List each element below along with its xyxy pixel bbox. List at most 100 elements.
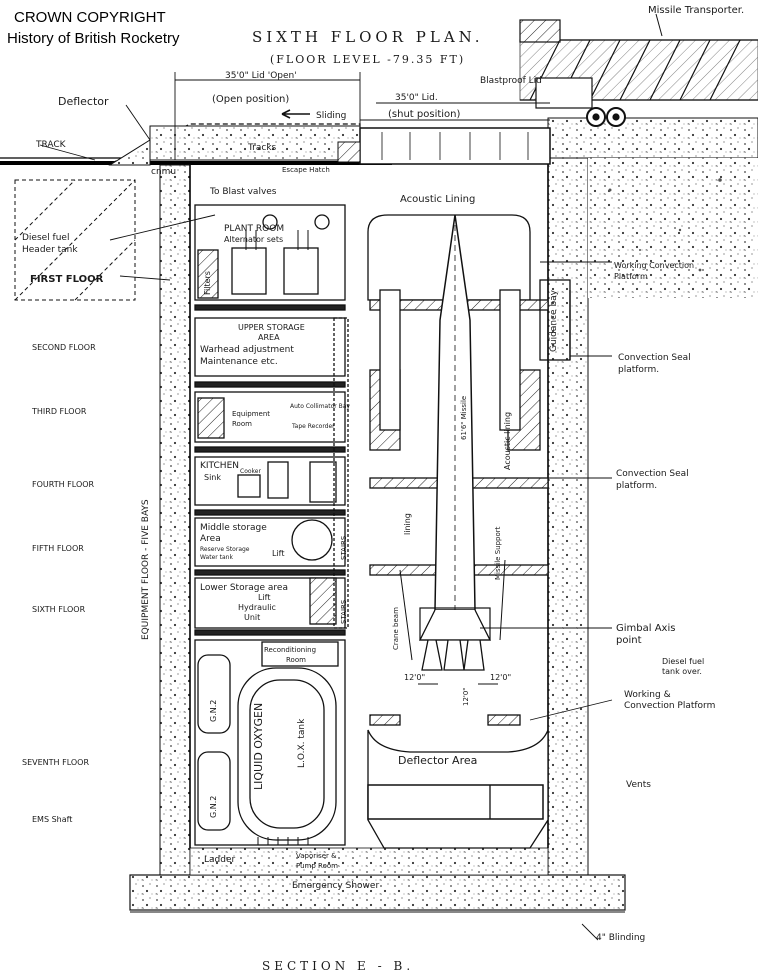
lid-shut-dimension: 35'0" Lid. (395, 93, 438, 103)
silo-shell (129, 157, 758, 913)
shut-position-label: (shut position) (388, 109, 460, 120)
crane-beam-label: Crane beam (392, 607, 400, 650)
reserve-storage-label-2: Water tank (200, 554, 233, 561)
fifth-floor-label: FIFTH FLOOR (32, 544, 84, 553)
lift-label-2: Lift (258, 593, 271, 602)
middle-storage-label-1: Middle storage (200, 523, 267, 533)
vents-label: Vents (626, 780, 651, 790)
vaporiser-label-1: Vaporiser & (296, 852, 337, 860)
missile-transporter-label: Missile Transporter. (648, 5, 744, 16)
drawing-title: SIXTH FLOOR PLAN. (252, 28, 484, 46)
convection-seal-b-label-1: Convection Seal (616, 469, 689, 479)
cooker-label: Cooker (240, 468, 261, 475)
dimension-lines (174, 72, 550, 685)
cnmu-label: cnmu (151, 167, 176, 177)
working-convection-label-1: Working Convection (614, 261, 694, 270)
emergency-shower-label: Emergency Shower (292, 881, 379, 891)
gimbal-axis-label-2: point (616, 635, 642, 646)
lox-tank-label: L.O.X. tank (297, 718, 307, 768)
sixth-floor-label: SIXTH FLOOR (32, 605, 86, 614)
alternator-sets-label: Alternator sets (224, 235, 283, 244)
concrete-speckles (608, 178, 722, 272)
acoustic-lining-side-label: Acoustic lining (503, 412, 512, 470)
tracks-label: Tracks (247, 143, 277, 153)
lower-storage-label: Lower Storage area (200, 583, 288, 593)
deflector-ramp (108, 139, 151, 166)
convection-seal-b-label-2: platform. (616, 481, 657, 491)
leader-lines (39, 104, 613, 941)
blastproof-lid-label: Blastproof Lid (480, 76, 542, 86)
blinding-label: 4" Blinding (596, 933, 645, 943)
upper-storage-label-1: UPPER STORAGE (238, 323, 305, 332)
diesel-fuel-over-label-2: tank over. (662, 667, 702, 676)
escape-hatch-label: Escape Hatch (282, 166, 330, 174)
diesel-tank-label-1: Diesel fuel (22, 233, 69, 243)
deflector-label: Deflector (58, 95, 109, 108)
silo-lid (337, 119, 551, 165)
lift-label-1: Lift (272, 549, 285, 558)
gn2-upper-label: G.N.2 (209, 700, 218, 722)
missile-support-label: Missile Support (494, 526, 502, 580)
section-label: SECTION E - B. (262, 959, 414, 973)
fourth-floor-label: FOURTH FLOOR (32, 480, 95, 489)
track-label: TRACK (35, 140, 67, 150)
missile-bay (367, 214, 571, 849)
guidance-bay-label: Guidance bay (549, 289, 559, 352)
ladder-label: Ladder (204, 855, 235, 865)
dimension-12-mid: 12'0" (462, 687, 470, 706)
tape-recorder-label: Tape Recorder (291, 423, 335, 430)
diesel-header-tank (14, 179, 136, 301)
ems-shaft-label: EMS Shaft (32, 815, 72, 824)
lining-label: lining (403, 513, 412, 535)
reconditioning-label-2: Room (286, 656, 306, 664)
missile-length-dimension: 61'6" Missile (460, 396, 468, 440)
reconditioning-label-1: Reconditioning (264, 646, 316, 654)
middle-storage-label-2: Area (200, 534, 221, 544)
equipment-room-label-1: Equipment (232, 410, 270, 418)
plant-room-label: PLANT ROOM (224, 224, 284, 234)
working-platform-label-2: Convection Platform (624, 701, 715, 711)
dimension-12-left: 12'0" (404, 673, 425, 682)
seventh-floor-label: SEVENTH FLOOR (22, 758, 89, 767)
diesel-tank-label-2: Header tank (22, 245, 78, 255)
warhead-adjustment-label-2: Maintenance etc. (200, 357, 278, 367)
vaporiser-label-2: Pump Room (296, 862, 338, 870)
open-position-label: (Open position) (212, 94, 289, 105)
stairs-label-1: STAIRS (340, 535, 348, 560)
second-floor-label: SECOND FLOOR (32, 343, 96, 352)
deflector-area-label: Deflector Area (398, 754, 477, 767)
kitchen-label: KITCHEN (200, 461, 239, 471)
equipment-room-label-2: Room (232, 420, 252, 428)
liquid-oxygen-label: LIQUID OXYGEN (252, 703, 265, 790)
upper-storage-label-2: AREA (258, 333, 280, 342)
diesel-fuel-over-label-1: Diesel fuel (662, 657, 704, 666)
copyright-line-1: CROWN COPYRIGHT (14, 9, 166, 26)
equipment-tower (194, 204, 349, 846)
first-floor-label: FIRST FLOOR (30, 274, 104, 285)
third-floor-label: THIRD FLOOR (31, 407, 87, 416)
auto-collimator-label: Auto Collimator Bay (290, 403, 350, 410)
filters-label: Filters (203, 271, 212, 295)
warhead-adjustment-label-1: Warhead adjustment (200, 345, 294, 355)
reserve-storage-label-1: Reserve Storage (200, 546, 250, 553)
acoustic-lining-label: Acoustic Lining (400, 194, 475, 205)
working-convection-label-2: Platform (614, 272, 648, 281)
dimension-12-right: 12'0" (490, 673, 511, 682)
hydraulic-label-2: Unit (244, 613, 260, 622)
convection-seal-a-label-1: Convection Seal (618, 353, 691, 363)
working-platform-label-1: Working & (624, 690, 671, 700)
sink-label: Sink (204, 473, 221, 482)
gn2-lower-label: G.N.2 (209, 796, 218, 818)
gimbal-axis-label-1: Gimbal Axis (616, 623, 675, 634)
lid-open-dimension: 35'0" Lid 'Open' (225, 71, 297, 81)
sliding-label: Sliding (316, 111, 346, 121)
stairs-label-2: STAIRS (340, 599, 348, 624)
missile-transporter (519, 13, 758, 127)
blast-valves-label: To Blast valves (209, 187, 277, 197)
equipment-floor-vertical-label: EQUIPMENT FLOOR - FIVE BAYS (141, 499, 151, 640)
hydraulic-label-1: Hydraulic (238, 603, 276, 612)
copyright-line-2: History of British Rocketry (7, 30, 180, 47)
convection-seal-a-label-2: platform. (618, 365, 659, 375)
